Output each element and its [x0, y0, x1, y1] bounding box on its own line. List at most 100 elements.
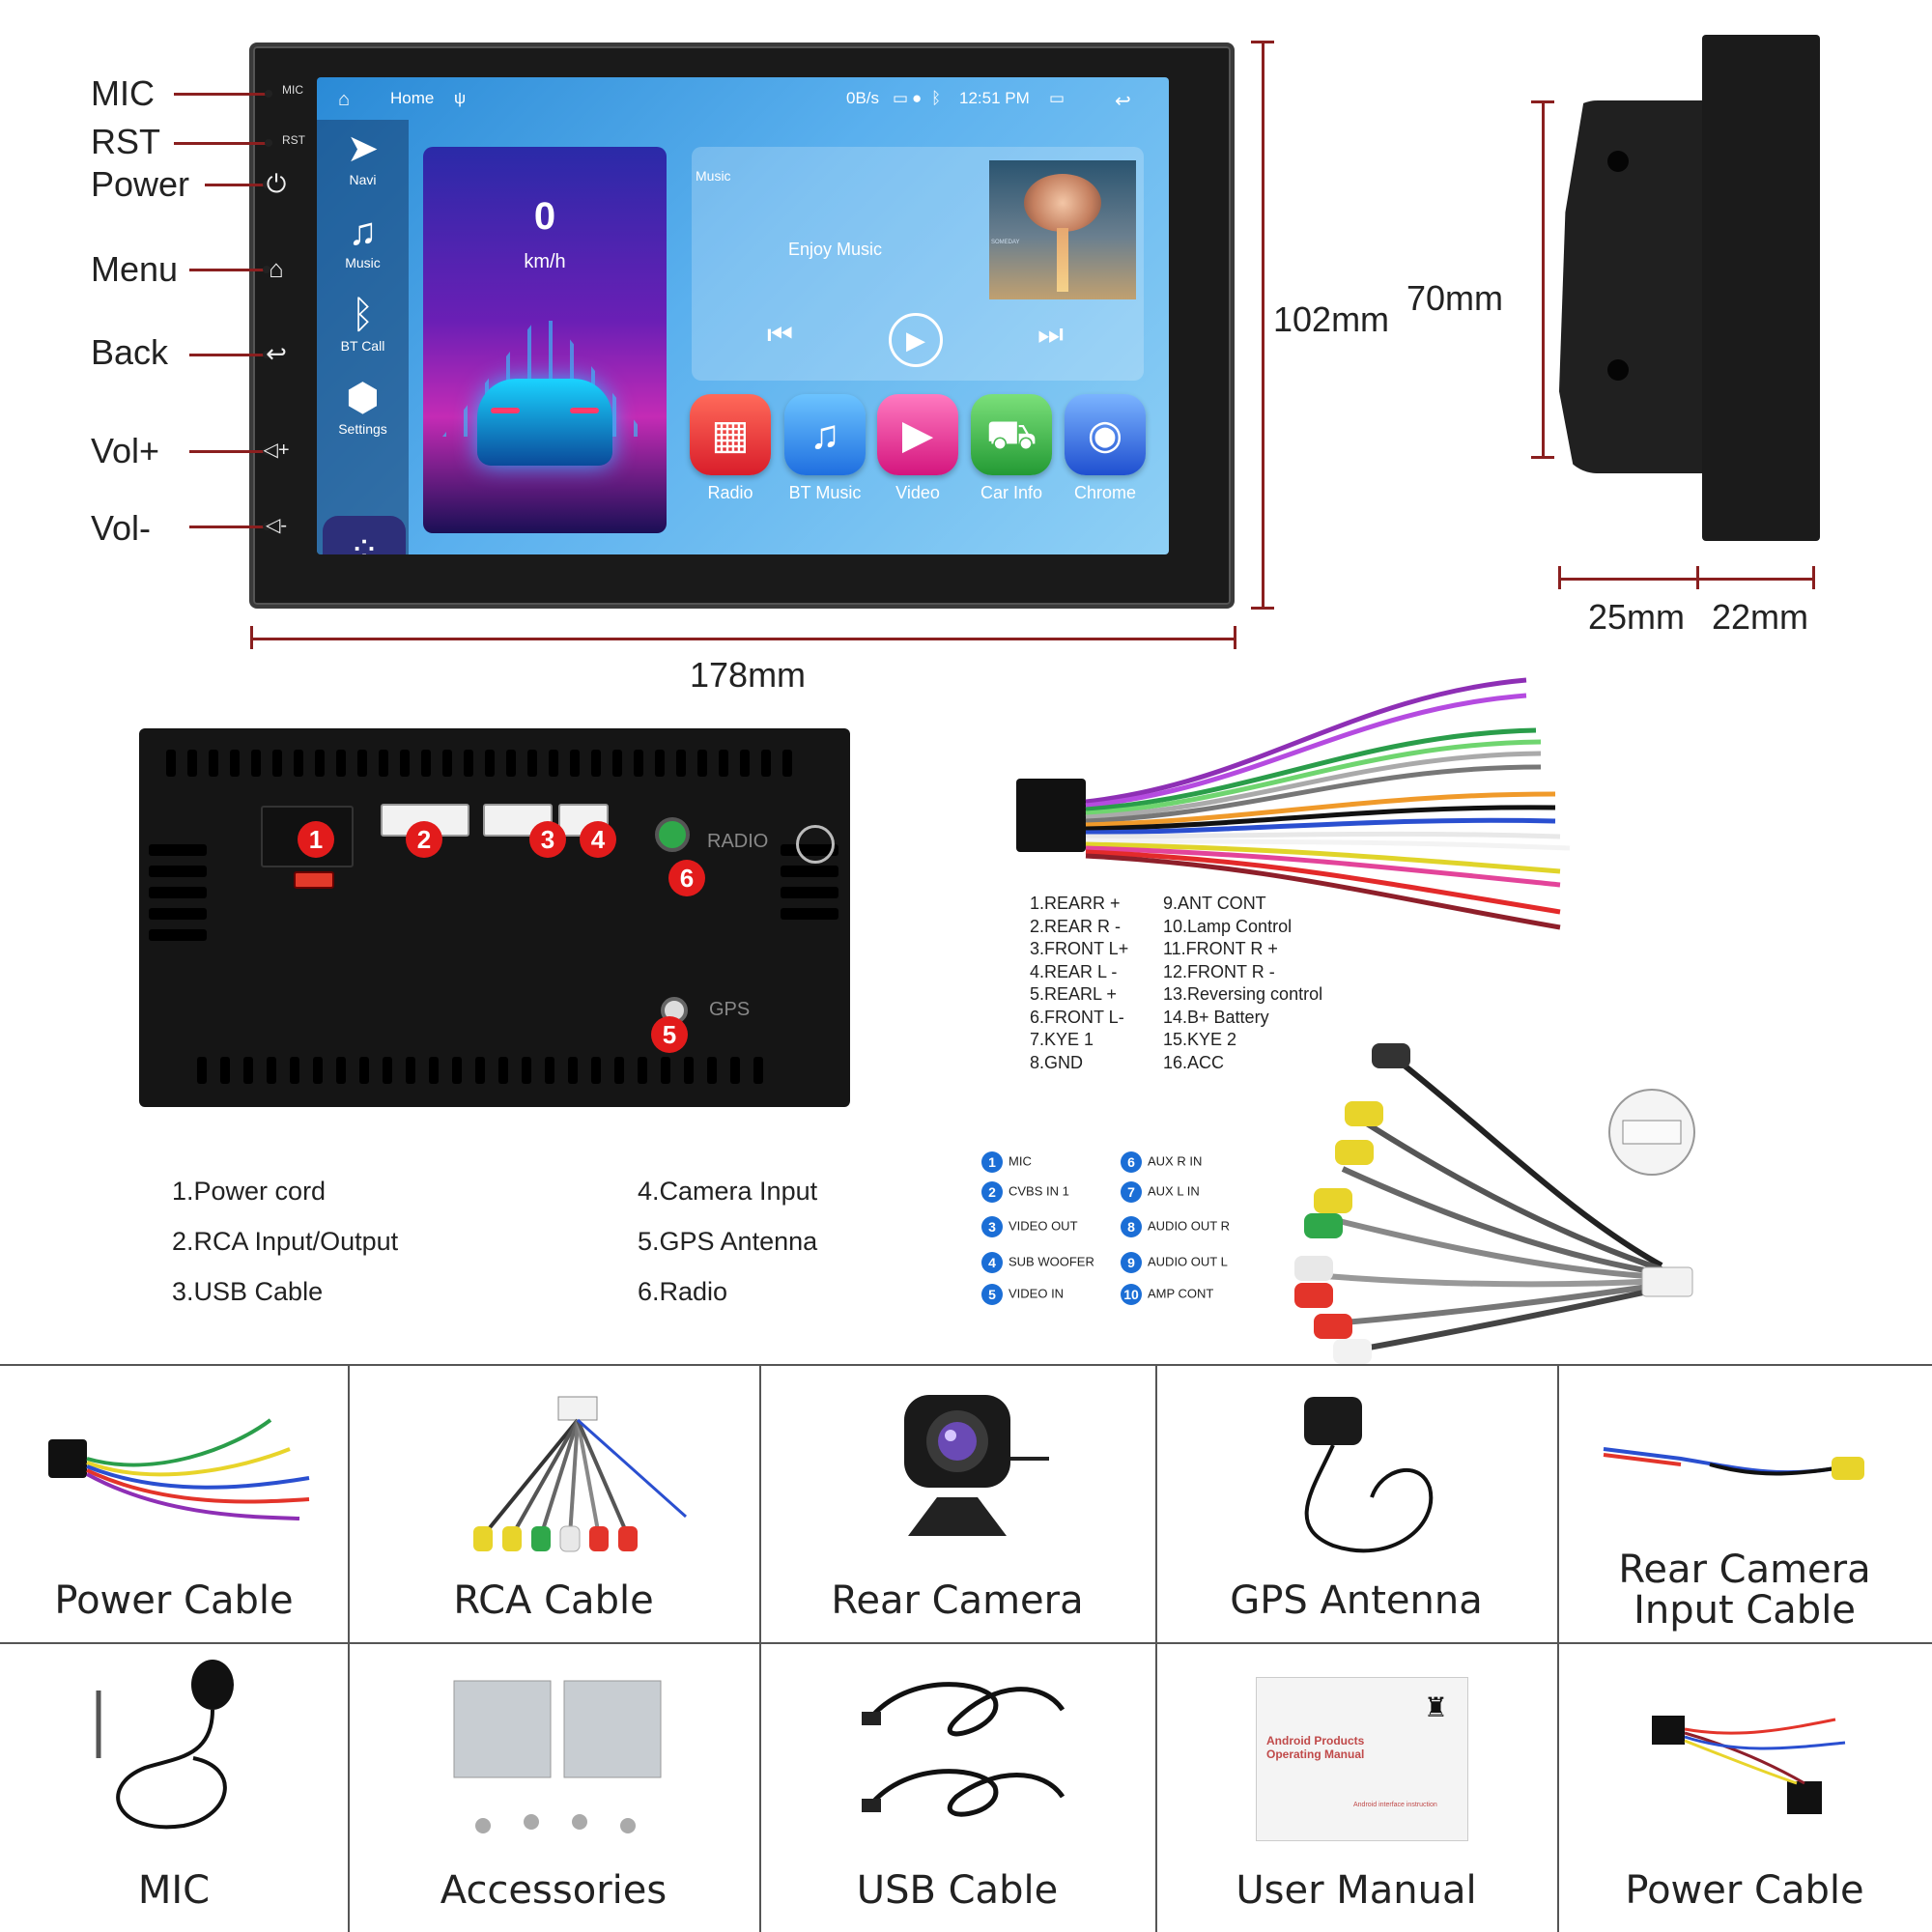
- depth-back-dimension: 22mm: [1712, 597, 1809, 637]
- package-label-usb-cable: USB Cable: [856, 1868, 1059, 1913]
- status-bar: ⌂ Home ψ 0B/s ▭ ● ᛒ 12:51 PM ▭ ↩: [317, 77, 1169, 120]
- port-badge-2: 2: [406, 821, 442, 858]
- previous-track-icon[interactable]: ⏮: [767, 319, 793, 351]
- manual-title: Android Products Operating Manual: [1266, 1734, 1365, 1761]
- hexagon-settings-icon: ⬢: [346, 377, 380, 419]
- bluetooth-icon: ᛒ: [351, 294, 375, 336]
- recent-apps-icon[interactable]: ▭: [1049, 89, 1065, 107]
- usb-icon: ψ: [454, 89, 467, 107]
- package-label-accessories: Accessories: [440, 1868, 668, 1913]
- bluetooth-status-icon: ᛒ: [931, 89, 942, 107]
- speedometer-card[interactable]: 0 km/h: [423, 147, 667, 533]
- manual-subtitle: Android interface instruction: [1353, 1802, 1437, 1808]
- gps-antenna-image: [1304, 1397, 1434, 1553]
- status-home-label: Home: [390, 89, 435, 107]
- app-radio[interactable]: ▦ Radio: [690, 394, 771, 503]
- package-label-power-cable: Power Cable: [54, 1578, 294, 1623]
- power-cable-2-image: [1652, 1716, 1846, 1814]
- back-arrow-icon[interactable]: ↩: [1115, 91, 1131, 112]
- radio-socket: [655, 817, 690, 852]
- album-caption: SOMEDAY: [991, 240, 1020, 245]
- dock-bt-call[interactable]: ᛒ BT Call: [317, 292, 409, 354]
- width-dimension: 178mm: [690, 655, 807, 695]
- power-harness-graphic: [1016, 677, 1571, 930]
- label-menu: Menu: [91, 249, 179, 289]
- package-label-camera-input-cable: Rear Camera Input Cable: [1618, 1548, 1871, 1633]
- home-outline-icon[interactable]: ⌂: [338, 89, 351, 110]
- app-chrome[interactable]: ◉ Chrome: [1065, 394, 1146, 503]
- leader-vol-down: [189, 523, 270, 530]
- label-rst: RST: [91, 122, 160, 161]
- camera-input-cable-image: [1603, 1447, 1864, 1480]
- depth-width-line: [1559, 578, 1814, 581]
- music-widget[interactable]: Music Enjoy Music SOMEDAY ⏮ ▶ ⏭: [692, 147, 1144, 381]
- touch-screen[interactable]: ⌂ Home ψ 0B/s ▭ ● ᛒ 12:51 PM ▭ ↩ ➤ Navi …: [317, 77, 1169, 554]
- panel-mic-text: MIC: [282, 83, 303, 97]
- pin-3: 3.FRONT L+: [1030, 939, 1129, 958]
- label-mic: MIC: [91, 73, 155, 113]
- head-unit-side-view: [1559, 35, 1820, 541]
- head-unit-rear-view: RADIO GPS 1 2 3 4 5 6: [139, 728, 850, 1107]
- home-icon[interactable]: ⌂: [269, 254, 284, 283]
- navigation-arrow-icon: ➤: [346, 128, 380, 170]
- play-button[interactable]: ▶: [889, 313, 943, 367]
- label-vol-down: Vol-: [91, 508, 152, 548]
- cast-icon: ▭: [893, 89, 909, 107]
- accessories-image: [453, 1680, 662, 1833]
- volume-up-icon[interactable]: ◁+: [263, 440, 290, 461]
- chrome-swirl-icon: ◉: [1065, 394, 1146, 475]
- dock-music[interactable]: ♫ Music: [317, 209, 409, 270]
- status-time: 12:51 PM: [959, 89, 1030, 107]
- user-manual-image: ♜ Android Products Operating Manual Andr…: [1256, 1677, 1468, 1841]
- pin-16: 16.ACC: [1163, 1052, 1225, 1072]
- app-car-info[interactable]: ⛟ Car Info: [971, 394, 1052, 503]
- pin-11: 11.FRONT R +: [1163, 939, 1278, 958]
- pin-7: 7.KYE 1: [1030, 1030, 1094, 1049]
- port-badge-1: 1: [298, 821, 334, 858]
- grid-line-middle: [0, 1642, 1932, 1644]
- app-bt-music[interactable]: ♫ BT Music: [784, 394, 866, 503]
- dock-navi[interactable]: ➤ Navi: [317, 126, 409, 187]
- leader-menu: [189, 266, 270, 273]
- pin-1: 1.REARR +: [1030, 894, 1121, 913]
- all-apps-button[interactable]: ⁘: [323, 516, 406, 554]
- apps-grid-icon: ⁘: [349, 530, 380, 554]
- app-dock: ➤ Navi ♫ Music ᛒ BT Call ⬢ Settings ⁘: [317, 120, 409, 554]
- app-video[interactable]: ▶ Video: [877, 394, 958, 503]
- label-power: Power: [91, 164, 190, 204]
- pin-5: 5.REARL +: [1030, 984, 1117, 1004]
- pin-10: 10.Lamp Control: [1163, 916, 1293, 936]
- panel-rst-text: RST: [282, 133, 305, 147]
- height-dimension: 102mm: [1273, 299, 1390, 339]
- radio-icon: ▦: [690, 394, 771, 475]
- package-label-power-cable-2: Power Cable: [1625, 1868, 1864, 1913]
- leader-vol-up: [189, 447, 270, 455]
- power-icon[interactable]: ⏻: [266, 169, 287, 198]
- power-cable-image: [48, 1418, 310, 1520]
- back-icon[interactable]: ↩: [266, 339, 287, 368]
- dock-settings[interactable]: ⬢ Settings: [317, 375, 409, 437]
- music-placeholder-text: Enjoy Music: [788, 240, 883, 259]
- bt-music-icon: ♫: [784, 394, 866, 475]
- rear-legend-4: 4.Camera Input: [638, 1177, 818, 1206]
- port-badge-5: 5: [651, 1016, 688, 1053]
- next-track-icon[interactable]: ⏭: [1037, 319, 1064, 351]
- pin-9: 9.ANT CONT: [1163, 894, 1266, 913]
- pin-list-left: 1.REARR + 2.REAR R - 3.FRONT L+ 4.REAR L…: [1030, 893, 1128, 1074]
- leader-back: [189, 351, 270, 358]
- pin-8: 8.GND: [1030, 1052, 1084, 1072]
- package-label-user-manual: User Manual: [1236, 1868, 1477, 1913]
- volume-down-icon[interactable]: ◁-: [265, 515, 288, 536]
- pin-2: 2.REAR R -: [1030, 916, 1122, 936]
- width-dimension-line: [251, 638, 1236, 640]
- album-art: SOMEDAY: [989, 160, 1136, 299]
- leader-power: [205, 181, 270, 188]
- depth-height-dimension: 70mm: [1406, 278, 1504, 318]
